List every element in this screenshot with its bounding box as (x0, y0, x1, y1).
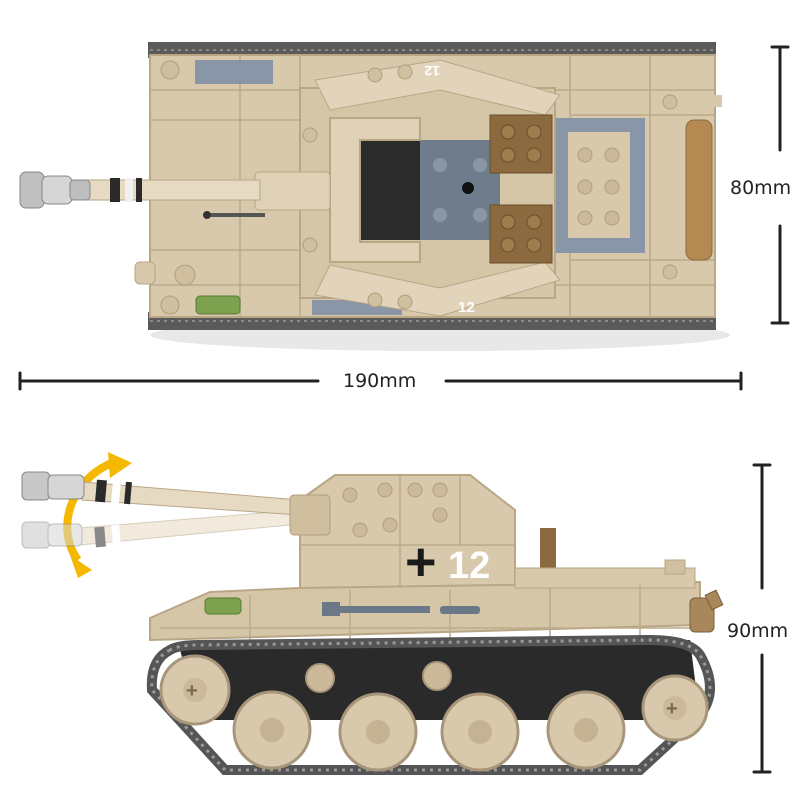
length-label: 190mm (343, 370, 417, 392)
side-decal-number: 12 (448, 545, 490, 587)
side-idler-wheel: + (641, 674, 709, 742)
top-jerrycan (195, 295, 241, 315)
svg-text:+: + (666, 698, 678, 720)
top-muzzle-brake (19, 171, 91, 209)
height-label: 90mm (727, 620, 789, 642)
side-gun-barrel-raised (21, 471, 301, 516)
side-jerrycan (204, 597, 242, 615)
elevation-arrow (63, 459, 114, 563)
side-decal-cross: + (405, 532, 437, 592)
side-drive-sprocket: + (159, 654, 231, 726)
top-exhaust (685, 119, 713, 261)
side-exhaust (689, 597, 715, 633)
side-gun-barrel-lowered (21, 509, 301, 549)
top-decal-number: 12 (458, 299, 475, 316)
top-ammo-rack-upper (489, 114, 553, 174)
width-label: 80mm (730, 177, 792, 199)
top-ammo-rack-lower (489, 204, 553, 264)
top-decal-number-rear: 12 (424, 63, 440, 79)
svg-text:+: + (186, 680, 198, 702)
side-shovel (330, 606, 430, 613)
